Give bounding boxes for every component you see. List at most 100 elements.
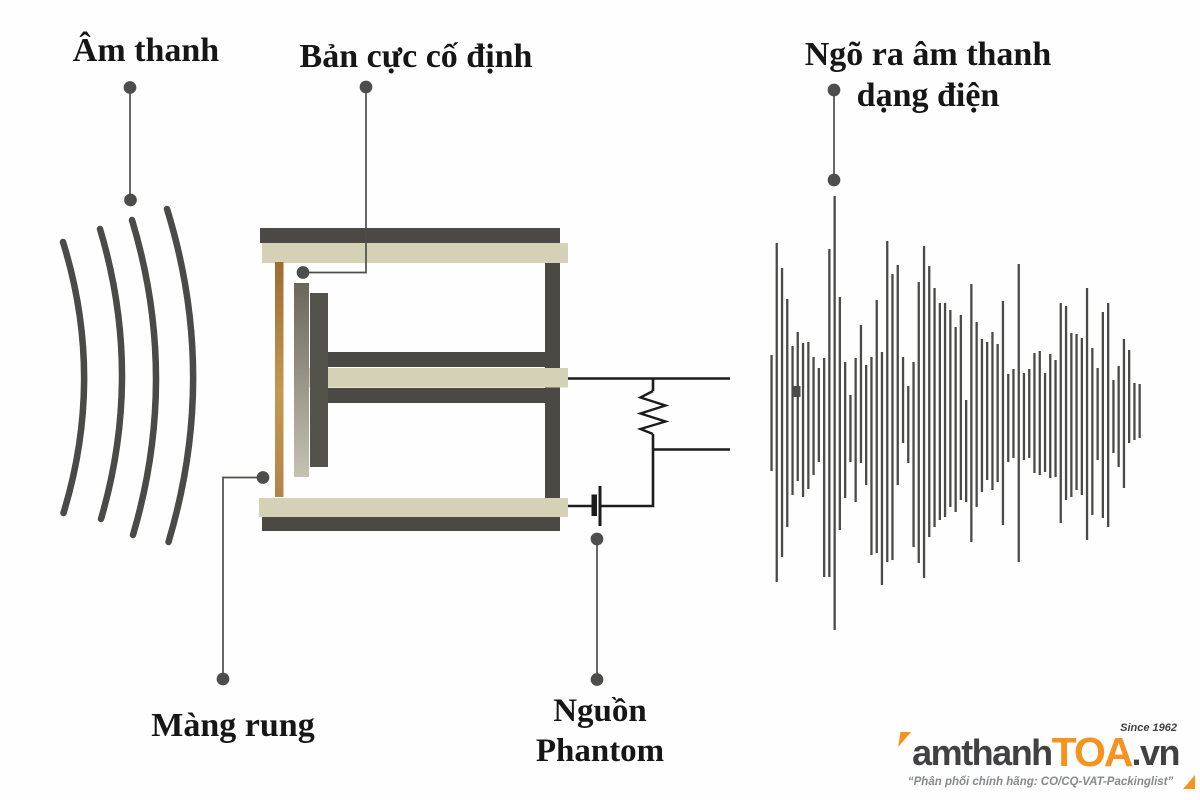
mic-capsule <box>259 228 568 531</box>
waveform-bar <box>949 310 952 507</box>
waveform-bar <box>1028 369 1031 458</box>
waveform-bar <box>1038 351 1041 475</box>
waveform-bar <box>933 288 936 527</box>
waveform-bar <box>970 284 973 542</box>
waveform-bar <box>886 241 889 562</box>
backplate-arm-upper <box>310 352 560 367</box>
waveform-bar <box>1122 339 1126 488</box>
waveform-bar <box>1112 380 1115 453</box>
leader-phantom <box>590 532 604 686</box>
waveform-bar <box>896 265 899 485</box>
brand-amthanh: amthanh <box>912 732 1053 773</box>
waveform <box>770 196 1141 630</box>
waveform-bar <box>1059 303 1062 523</box>
waveform-bar <box>1117 366 1120 467</box>
label-phantom: Nguồn Phantom <box>536 691 664 771</box>
brand-wordmark: amthanh TOA .vn Since 1962 <box>898 722 1185 775</box>
waveform-bar <box>1064 306 1068 500</box>
label-phantom-line2: Phantom <box>535 733 665 769</box>
waveform-bar <box>775 243 778 582</box>
backplate-arm-lower <box>310 388 560 403</box>
waveform-bar <box>980 339 984 492</box>
waveform-bar <box>1138 384 1141 438</box>
label-output-line1: Ngõ ra âm thanh <box>804 36 1052 73</box>
brand-logo: amthanh TOA .vn Since 1962 “Phân phối ch… <box>898 722 1195 789</box>
waveform-bar <box>812 357 815 475</box>
waveform-bar <box>865 365 868 485</box>
backplate-plate <box>294 283 309 477</box>
leader-lines <box>123 80 841 686</box>
waveform-bar <box>954 327 957 512</box>
brand-tagline: “Phân phối chính hãng: CO/CQ-VAT-Packing… <box>907 776 1174 788</box>
waveform-bar <box>823 358 826 577</box>
waveform-bar <box>828 249 831 577</box>
leader-output <box>827 83 841 187</box>
brand-tagline-row: “Phân phối chính hãng: CO/CQ-VAT-Packing… <box>900 775 1195 789</box>
label-phantom-line1: Nguồn <box>553 693 647 729</box>
capsule-mid-beige-bar <box>297 368 568 388</box>
waveform-bar <box>1085 288 1089 540</box>
waveform-bar <box>1080 338 1083 495</box>
waveform-bar <box>891 274 894 560</box>
waveform-bar <box>838 297 841 530</box>
leader-sound <box>123 81 137 207</box>
waveform-bar <box>796 332 799 481</box>
battery-icon <box>591 486 602 526</box>
waveform-bar <box>870 357 873 555</box>
label-diaphragm: Màng rung <box>151 707 315 744</box>
waveform-bar <box>854 358 857 502</box>
leader-fixed-plate <box>296 80 373 279</box>
label-fixed-plate: Bản cực cố định <box>299 38 533 75</box>
waveform-bar <box>996 344 999 482</box>
capsule-bottom-dark-bar <box>262 517 560 531</box>
capsule-top-dark-bar <box>260 228 560 243</box>
waveform-bar <box>786 299 789 527</box>
waveform-bar <box>1101 312 1104 518</box>
resistor-icon <box>636 389 670 436</box>
waveform-bar <box>991 332 994 490</box>
waveform-bar <box>1043 373 1047 472</box>
waveform-bar <box>917 282 920 563</box>
waveform-bar <box>907 386 910 463</box>
waveform-bar <box>791 346 794 495</box>
label-sound: Âm thanh <box>72 32 220 69</box>
waveform-bar <box>901 357 905 443</box>
waveform-bar <box>975 322 978 507</box>
waveform-bar <box>1001 301 1005 525</box>
brand-toa: TOA <box>1051 728 1134 775</box>
waveform-bar <box>1075 334 1078 490</box>
waveform-bar <box>1022 373 1026 460</box>
waveform-bar <box>807 342 810 489</box>
backplate-strip <box>310 293 328 467</box>
sound-waves-icon <box>59 205 197 546</box>
waveform-bar <box>965 400 968 502</box>
waveform-bar <box>770 355 773 471</box>
waveform-bar <box>922 246 926 578</box>
diaphragm-strip <box>275 262 284 497</box>
waveform-bar <box>986 342 989 480</box>
waveform-bar <box>1091 348 1094 515</box>
waveform-bar <box>1012 369 1015 458</box>
logo-wedge-icon <box>898 732 912 747</box>
waveform-bar <box>1133 383 1136 440</box>
waveform-bar <box>1128 350 1131 443</box>
waveform-marker <box>791 386 801 397</box>
waveform-bar <box>959 315 962 500</box>
label-output-line2: dạng điện <box>856 77 1000 114</box>
waveform-bar <box>1107 303 1110 527</box>
brand-since: Since 1962 <box>1120 722 1177 734</box>
output-circuit <box>568 377 730 508</box>
waveform-bar <box>875 300 878 553</box>
waveform-bar <box>817 368 820 462</box>
waveform-bar <box>943 303 947 517</box>
waveform-bar <box>780 268 784 557</box>
waveform-bar <box>938 303 941 520</box>
waveform-bar <box>844 362 847 498</box>
brand-vn: .vn <box>1131 732 1180 773</box>
waveform-bar <box>859 325 863 463</box>
waveform-bar <box>1054 360 1057 477</box>
waveform-bar <box>880 352 884 585</box>
waveform-bar <box>833 196 836 630</box>
